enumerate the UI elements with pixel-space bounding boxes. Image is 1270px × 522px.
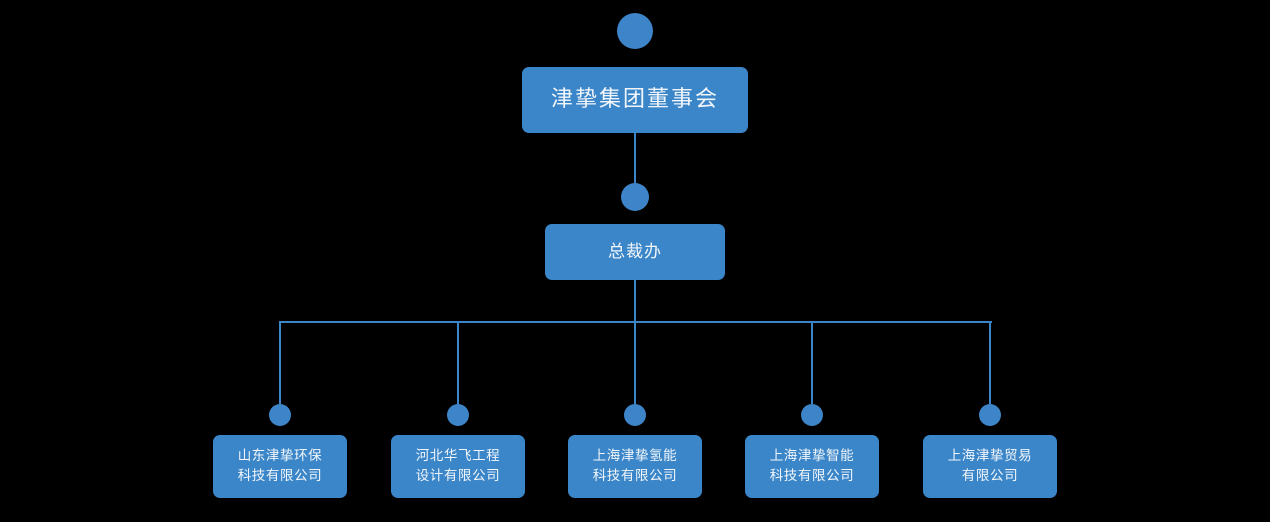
connector-root-to-mid-dot <box>634 133 636 183</box>
connector-drop-leaf5 <box>989 321 991 404</box>
node-box-leaf1[interactable]: 山东津挚环保 科技有限公司 <box>213 435 347 498</box>
node-box-root[interactable]: 津挚集团董事会 <box>522 67 748 133</box>
node-dot-leaf3[interactable] <box>624 404 646 426</box>
connector-drop-leaf2 <box>457 321 459 404</box>
connector-drop-leaf4 <box>811 321 813 404</box>
connector-drop-leaf1 <box>279 321 281 404</box>
connector-mid-trunk <box>634 280 636 323</box>
node-dot-leaf2[interactable] <box>447 404 469 426</box>
node-dot-leaf4[interactable] <box>801 404 823 426</box>
node-dot-leaf1[interactable] <box>269 404 291 426</box>
node-box-leaf2[interactable]: 河北华飞工程 设计有限公司 <box>391 435 525 498</box>
node-dot-root[interactable] <box>617 13 653 49</box>
node-box-leaf3[interactable]: 上海津挚氢能 科技有限公司 <box>568 435 702 498</box>
node-box-leaf4[interactable]: 上海津挚智能 科技有限公司 <box>745 435 879 498</box>
node-dot-mid[interactable] <box>621 183 649 211</box>
node-box-mid[interactable]: 总裁办 <box>545 224 725 280</box>
node-box-leaf5[interactable]: 上海津挚贸易 有限公司 <box>923 435 1057 498</box>
node-dot-leaf5[interactable] <box>979 404 1001 426</box>
connector-drop-leaf3 <box>634 321 636 404</box>
